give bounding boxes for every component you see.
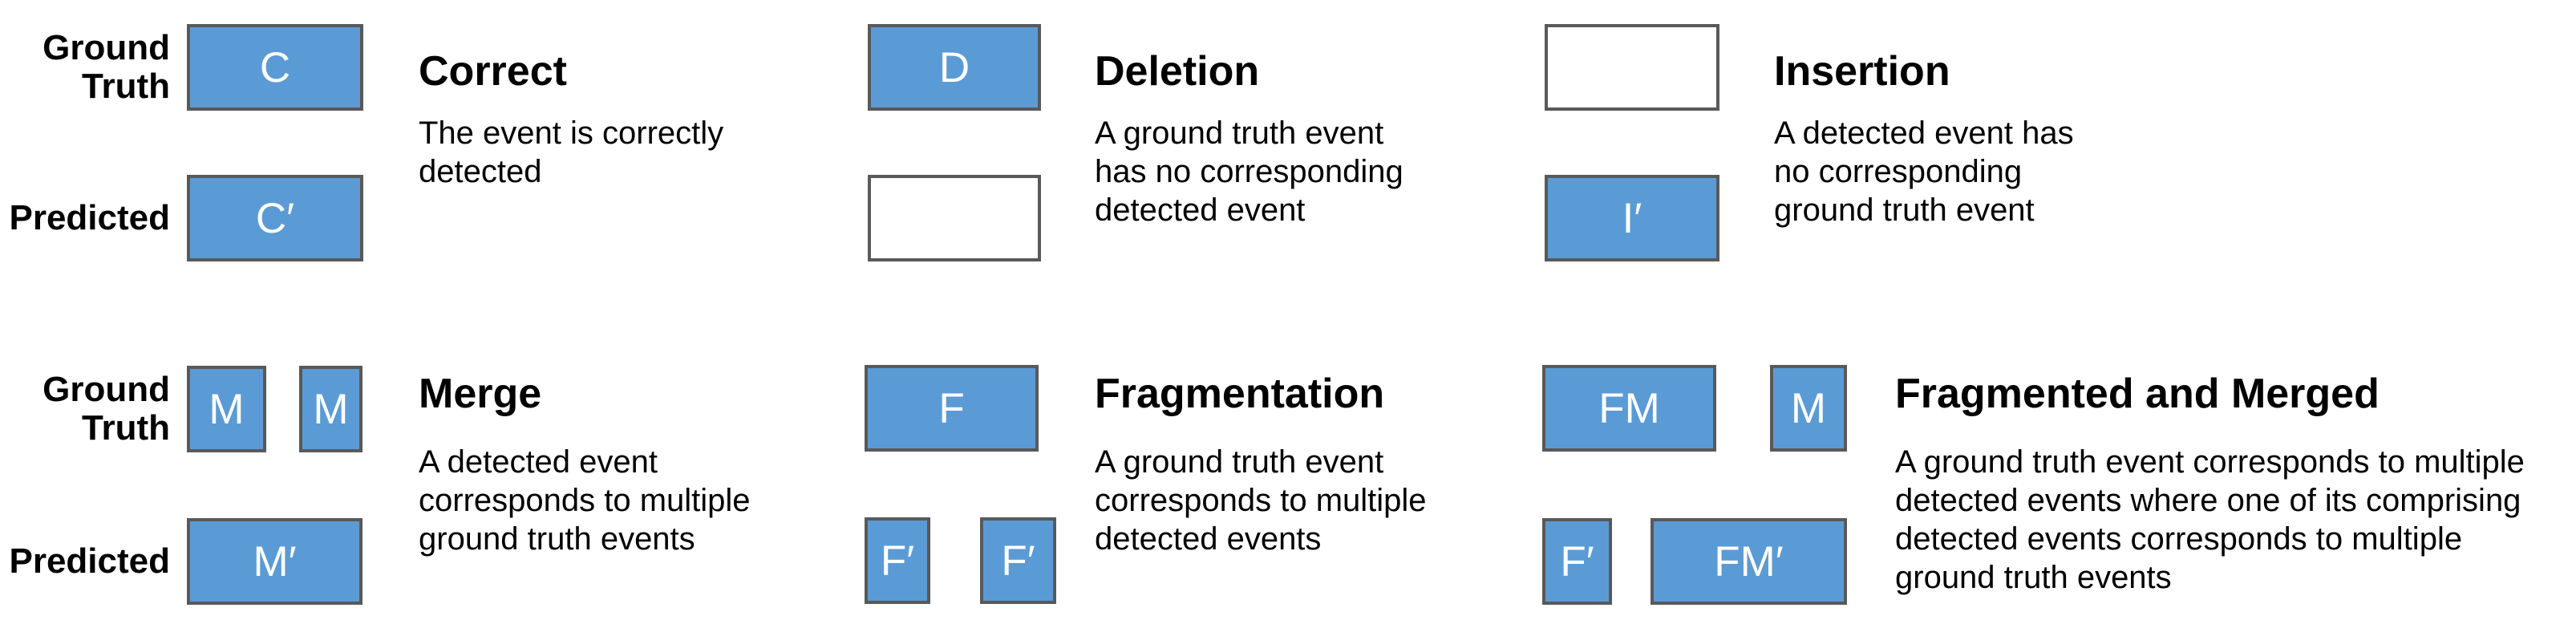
predicted-row-label-bottom: Predicted	[9, 541, 170, 581]
panel-title-deletion: Deletion	[1095, 48, 1260, 95]
pred-event-box-f-prime2: F′	[980, 517, 1056, 604]
pred-event-box-empty	[868, 175, 1041, 261]
gt-event-box-m1: M	[187, 366, 266, 452]
gt-event-box-fm: FM	[1542, 365, 1716, 452]
panel-description-fragmented-and-merged: A ground truth event corresponds to mult…	[1895, 444, 2525, 595]
panel-title-fragmentation: Fragmentation	[1095, 371, 1385, 417]
gt-event-box-c: C	[187, 24, 363, 111]
pred-event-box-c-prime: C′	[187, 175, 363, 261]
panel-description-merge: A detected event corresponds to multiple…	[419, 444, 751, 557]
panel-title-insertion: Insertion	[1774, 48, 1950, 95]
gt-event-box-empty	[1545, 24, 1719, 111]
pred-event-box-i-prime: I′	[1545, 175, 1719, 261]
pred-event-box-f-prime: F′	[1542, 518, 1612, 605]
predicted-row-label-top: Predicted	[9, 198, 170, 237]
ground-truth-row-label-bottom: Ground Truth	[43, 370, 170, 448]
gt-event-box-f: F	[865, 365, 1039, 452]
panel-title-correct: Correct	[419, 48, 567, 95]
panel-description-correct: The event is correctly detected	[419, 115, 724, 189]
gt-event-box-m: M	[1770, 365, 1847, 452]
pred-event-box-f-prime1: F′	[865, 517, 930, 604]
gt-event-box-d: D	[868, 24, 1041, 111]
ground-truth-row-label-top: Ground Truth	[43, 28, 170, 106]
gt-event-box-m2: M	[299, 366, 363, 452]
pred-event-box-m-prime: M′	[187, 518, 363, 605]
panel-title-merge: Merge	[419, 371, 542, 417]
panel-description-insertion: A detected event has no corresponding gr…	[1774, 115, 2074, 228]
pred-event-box-fm-prime: FM′	[1651, 518, 1847, 605]
panel-description-deletion: A ground truth event has no correspondin…	[1095, 115, 1403, 228]
panel-title-fragmented-and-merged: Fragmented and Merged	[1895, 371, 2380, 417]
panel-description-fragmentation: A ground truth event corresponds to mult…	[1095, 444, 1427, 557]
